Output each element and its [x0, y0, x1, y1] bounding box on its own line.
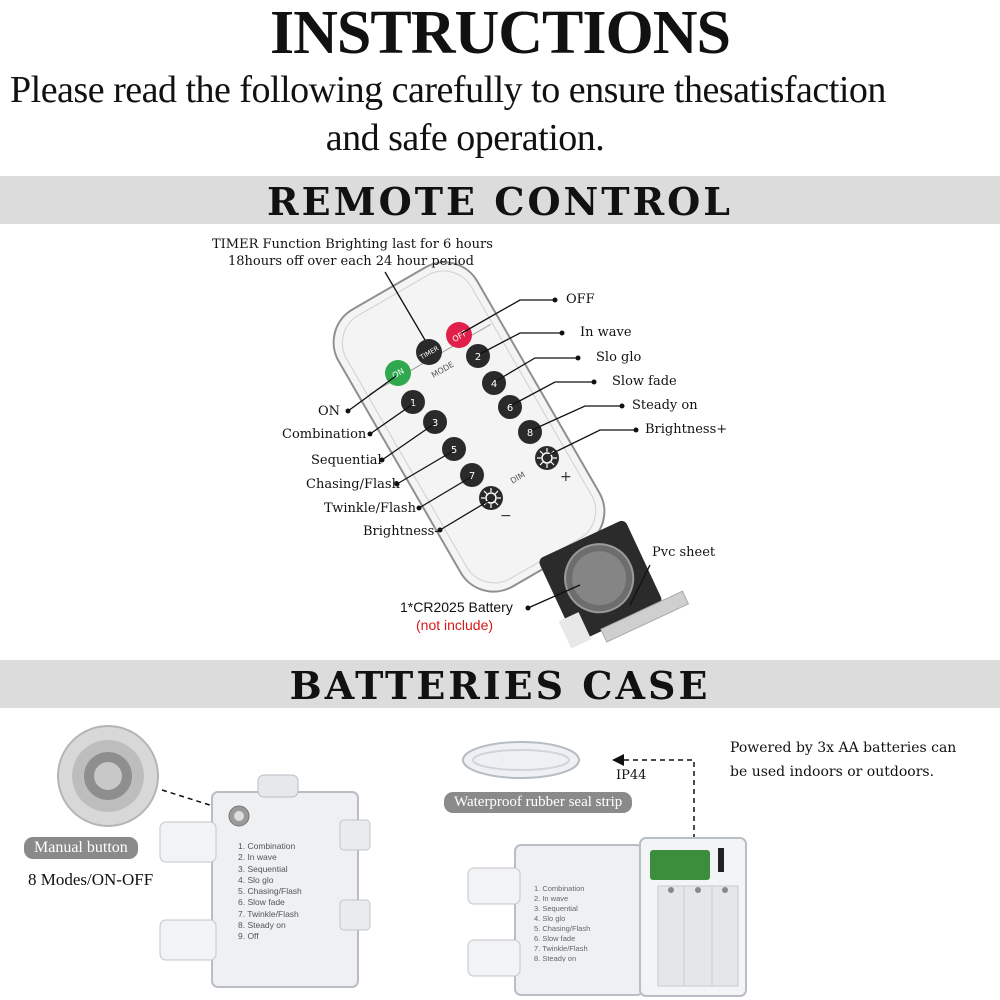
button-5-text: 5	[451, 445, 457, 456]
leader-dots	[345, 297, 639, 611]
list-item: 1. Combination	[238, 841, 296, 851]
list-item: 4. Slo glo	[534, 914, 566, 923]
battery-case-right	[467, 837, 747, 997]
list-item: 5. Chasing/Flash	[534, 924, 591, 933]
list-item: 1. Combination	[534, 884, 585, 893]
manual-button-closeup	[57, 725, 159, 827]
label-on: ON	[318, 404, 341, 419]
timer-button[interactable]	[416, 339, 442, 365]
list-item: 3. Sequential	[534, 904, 578, 913]
label-battery: 1*CR2025 Battery	[400, 599, 513, 615]
mode-list-left: 1. Combination 2. In wave 3. Sequential …	[238, 841, 302, 943]
list-item: 6. Slow fade	[238, 897, 285, 908]
rubber-seal-strip	[462, 741, 580, 779]
modes-onoff-label: 8 Modes/ON-OFF	[28, 870, 154, 889]
remote-section-heading: REMOTE CONTROL	[0, 176, 1000, 224]
off-button[interactable]	[446, 322, 472, 348]
label-twinkle-flash: Twinkle/Flash	[324, 501, 416, 516]
timer-note-line-1: TIMER Function Brighting last for 6 hour…	[212, 237, 493, 252]
list-item: 7. Twinkle/Flash	[534, 944, 588, 953]
minus-sign: −	[500, 508, 512, 524]
battery-case-left	[159, 774, 371, 988]
powered-line-2: be used indoors or outdoors.	[730, 764, 935, 780]
list-item: 2. In wave	[238, 852, 277, 863]
page-title: INSTRUCTIONS	[269, 0, 731, 67]
list-item: 9. Off	[238, 931, 259, 942]
button-2-text: 2	[475, 352, 481, 363]
button-6-text: 6	[507, 403, 513, 414]
list-item: 5. Chasing/Flash	[238, 886, 302, 897]
button-5[interactable]	[442, 437, 466, 461]
manual-button-tag: Manual button	[24, 837, 138, 859]
label-combination: Combination	[282, 427, 367, 442]
brightness-up-button[interactable]	[535, 446, 559, 470]
label-pvc-sheet: Pvc sheet	[652, 545, 716, 560]
ip-rating-label: IP44	[616, 768, 647, 783]
list-item: 8. Steady on	[534, 954, 577, 962]
powered-line-1: Powered by 3x AA batteries can	[730, 740, 957, 756]
remote-diagram: OFF TIMER ON MODE 2 1 4 3 6 5 8 7 + DIM …	[332, 261, 690, 648]
brightness-down-button[interactable]	[479, 486, 503, 510]
battery-case-diagram	[57, 725, 747, 997]
button-8-text: 8	[527, 428, 533, 439]
mode-list-right: 1. Combination 2. In wave 3. Sequential …	[534, 884, 590, 962]
battery-holder	[539, 520, 690, 648]
button-8[interactable]	[518, 420, 542, 444]
label-steady-on: Steady on	[632, 398, 698, 413]
list-item: 2. In wave	[534, 894, 569, 903]
label-brightness-plus: Brightness+	[645, 422, 728, 437]
batteries-section-heading: BATTERIES CASE	[0, 660, 1000, 708]
label-off: OFF	[566, 292, 595, 307]
label-slo-glo: Slo glo	[596, 350, 642, 365]
button-3-text: 3	[432, 418, 438, 429]
label-battery-note: (not include)	[416, 617, 494, 633]
label-chasing-flash: Chasing/Flash	[306, 477, 400, 492]
list-item: 4. Slo glo	[238, 874, 274, 885]
list-item: 7. Twinkle/Flash	[238, 908, 299, 919]
plus-sign: +	[560, 469, 572, 485]
button-7[interactable]	[460, 463, 484, 487]
intro-line-2: and safe operation.	[325, 117, 605, 159]
leader-lines	[347, 271, 651, 609]
button-6[interactable]	[498, 395, 522, 419]
button-7-text: 7	[469, 471, 475, 482]
timer-note-line-2: 18hours off over each 24 hour period	[228, 254, 474, 269]
label-sequential: Sequential	[311, 453, 382, 468]
button-4[interactable]	[482, 371, 506, 395]
intro-line-1: Please read the following carefully to e…	[10, 69, 886, 111]
button-2[interactable]	[466, 344, 490, 368]
seal-strip-tag: Waterproof rubber seal strip	[444, 792, 633, 813]
list-item: 3. Sequential	[238, 863, 288, 874]
button-1-text: 1	[410, 398, 416, 409]
button-4-text: 4	[491, 379, 497, 390]
list-item: 8. Steady on	[238, 920, 286, 931]
label-in-wave: In wave	[580, 325, 632, 340]
label-brightness-minus: Brightness-	[363, 524, 439, 539]
label-slow-fade: Slow fade	[612, 374, 677, 389]
list-item: 6. Slow fade	[534, 934, 576, 943]
